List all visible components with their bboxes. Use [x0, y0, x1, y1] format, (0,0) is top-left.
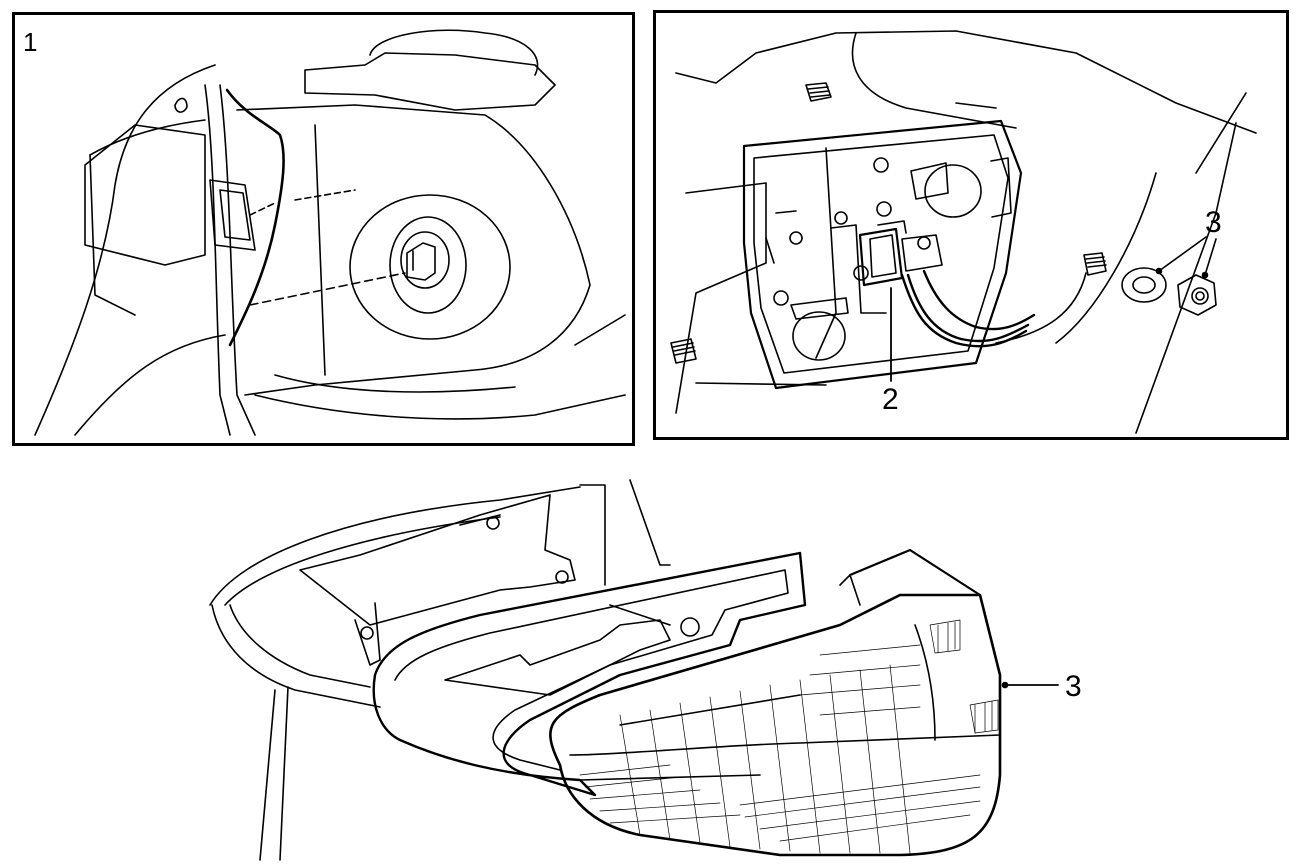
step-label: 1	[23, 27, 38, 57]
callout-tail-lamp-label: 3	[1065, 670, 1082, 703]
tail-lamp-exploded-drawing	[200, 475, 1100, 865]
trunk-interior-drawing	[15, 15, 635, 446]
panel-tail-lamp-removal: 3	[200, 475, 1100, 865]
panel-lamp-connector: 2 3	[653, 10, 1289, 440]
lamp-housing-rear-drawing	[656, 13, 1289, 440]
stud-top	[806, 83, 831, 101]
callout-connector-label: 2	[882, 383, 899, 416]
panel-trunk-access: 1	[12, 12, 635, 446]
